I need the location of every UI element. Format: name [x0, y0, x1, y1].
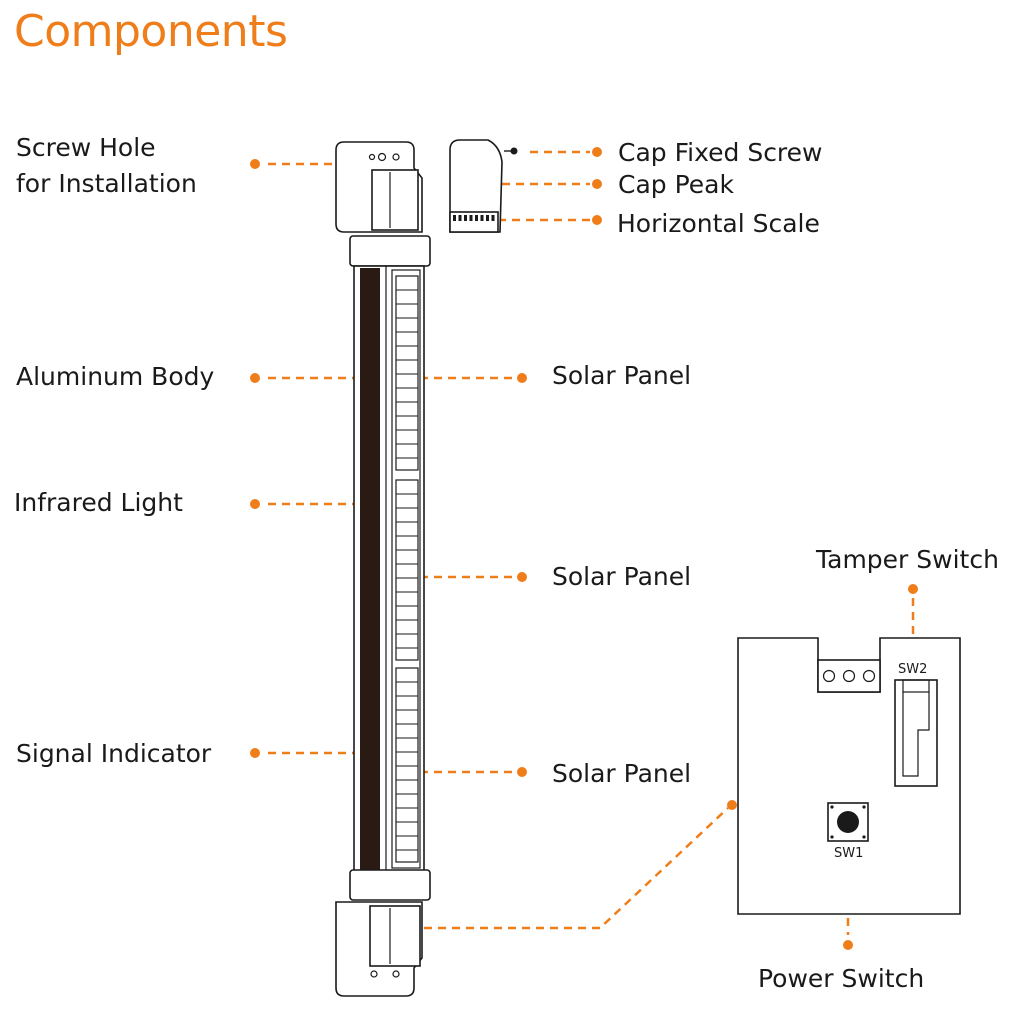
label-cap-fixed-screw: Cap Fixed Screw [618, 138, 823, 167]
scale-ticks [453, 215, 495, 221]
horizontal-scale-strip [449, 211, 499, 233]
scale-tick [491, 215, 495, 221]
label-solar-panel-1: Solar Panel [552, 361, 691, 390]
label-power-switch: Power Switch [758, 964, 924, 993]
label-horizontal-scale: Horizontal Scale [617, 209, 820, 238]
scale-tick [486, 215, 489, 221]
scale-tick [469, 215, 473, 221]
screw-hole [377, 152, 387, 162]
tamper-lever [902, 692, 930, 777]
label-tamper-switch: Tamper Switch [815, 545, 999, 574]
cap-screw [510, 147, 518, 155]
label-screw-hole-line1: Screw Hole [16, 133, 156, 162]
scale-tick [453, 215, 456, 221]
top-bracket-face [371, 169, 419, 231]
page-title: Components [14, 6, 288, 57]
top-collar [349, 235, 431, 267]
scale-tick [458, 215, 462, 221]
solar-panel-2 [395, 479, 419, 661]
beam-detector [335, 141, 431, 997]
leader-dot-signal [250, 748, 260, 758]
scale-tick [464, 215, 467, 221]
sw1-label: SW1 [834, 846, 863, 861]
label-signal-indicator: Signal Indicator [16, 739, 212, 768]
label-solar-panel-2: Solar Panel [552, 562, 691, 591]
leader-dot-infrared [250, 499, 260, 509]
bottom-bracket-face [369, 905, 421, 967]
label-solar-panel-3: Solar Panel [552, 759, 691, 788]
cap-body [449, 139, 503, 233]
leader-dot-screw-hole [250, 159, 260, 169]
power-switch-button [837, 811, 859, 833]
label-screw-hole-line2: for Installation [16, 169, 197, 198]
label-infrared-light: Infrared Light [14, 488, 183, 517]
solar-panel-1 [395, 275, 419, 471]
terminal-block [817, 659, 881, 693]
cap [449, 139, 518, 233]
scale-tick [475, 215, 478, 221]
label-aluminum-body: Aluminum Body [16, 362, 214, 391]
bottom-collar [349, 869, 431, 901]
tamper-switch [894, 679, 938, 787]
scale-tick [480, 215, 484, 221]
leader-dot-aluminum [250, 373, 260, 383]
leader-bottom-to-board [424, 807, 729, 930]
solar-panel-3 [395, 667, 419, 863]
sw2-label: SW2 [898, 662, 927, 677]
screw-hole-2 [392, 153, 400, 161]
solar-cells [395, 275, 419, 863]
label-cap-peak: Cap Peak [618, 170, 734, 199]
infrared-window [360, 268, 380, 870]
circuit-board: SW2 SW1 [737, 637, 961, 915]
